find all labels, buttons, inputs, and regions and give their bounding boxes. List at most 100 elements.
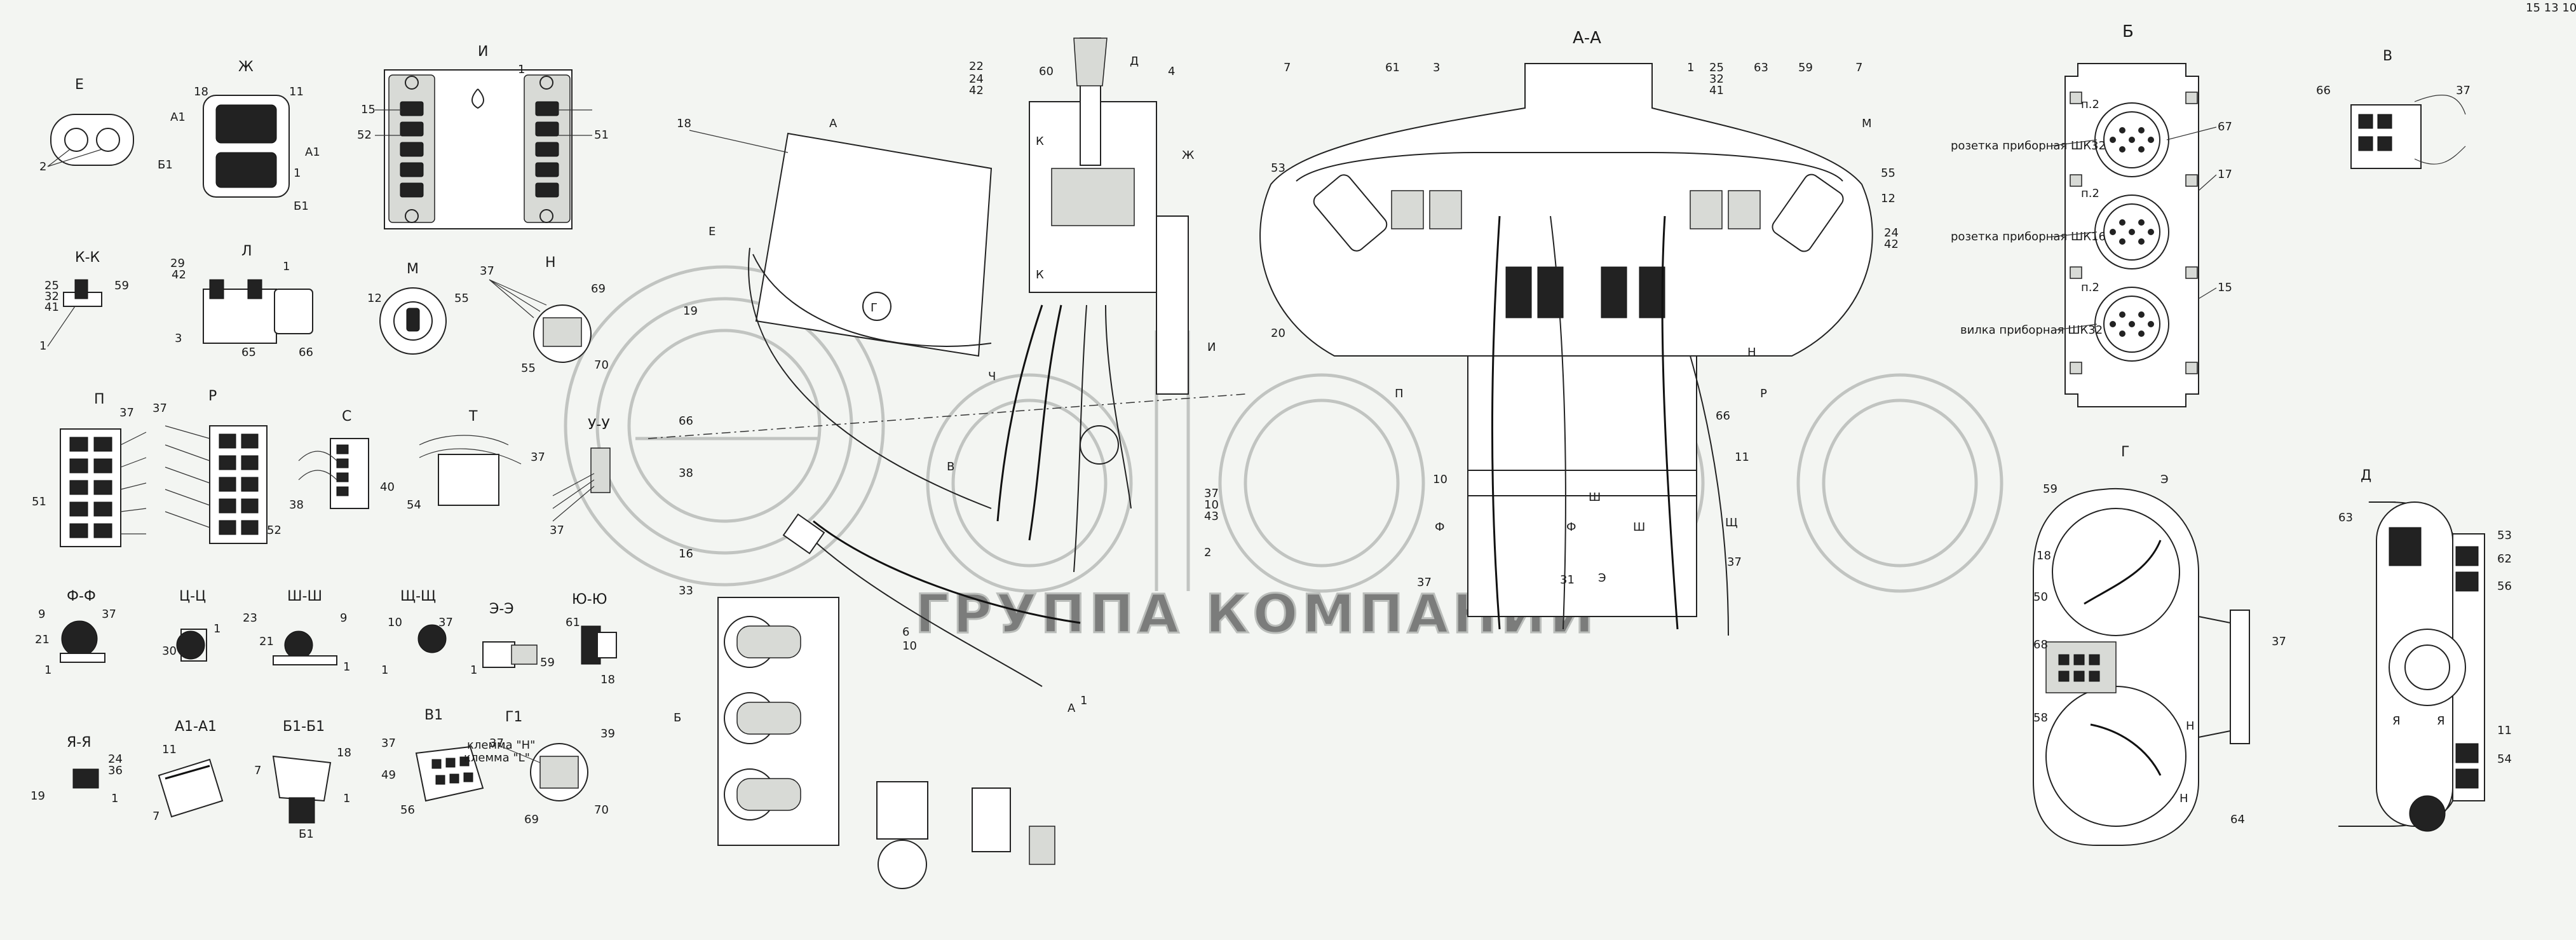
svg-text:25: 25 [44,279,59,292]
svg-text:11: 11 [162,743,177,756]
svg-text:П: П [1395,387,1404,400]
view-i-title: И [478,44,488,60]
view-p-title: П [94,392,105,407]
svg-text:37: 37 [531,451,545,464]
svg-text:15: 15 [2218,281,2232,294]
svg-text:Б: Б [674,711,681,725]
svg-text:51: 51 [32,495,46,508]
svg-text:10: 10 [902,639,917,653]
svg-text:37: 37 [153,402,167,415]
view-d-title: Д [2361,468,2371,484]
svg-text:61: 61 [566,616,580,629]
svg-text:24: 24 [1884,226,1899,240]
svg-text:24: 24 [969,72,984,86]
svg-text:56: 56 [400,803,415,817]
svg-text:1: 1 [44,664,51,677]
svg-text:И: И [1207,341,1216,354]
svg-text:64: 64 [2230,813,2245,826]
svg-text:12: 12 [1881,192,1895,205]
svg-text:К: К [1036,268,1044,282]
svg-text:В: В [947,460,954,473]
main-connector-stack [724,616,801,821]
view-ee: Э-Э 59 1 [470,601,555,677]
view-v1: В1 клемма "Н" клемма "L" 37 49 56 [381,707,535,817]
svg-text:1: 1 [294,167,301,180]
svg-text:63: 63 [2338,511,2353,524]
view-tsts-title: Ц-Ц [179,589,206,604]
svg-text:18: 18 [677,117,691,130]
svg-text:37: 37 [489,737,504,750]
svg-text:1: 1 [1080,694,1087,707]
svg-text:7: 7 [153,810,159,823]
view-t: Т 37 54 [407,409,545,512]
svg-text:41: 41 [1709,84,1724,97]
svg-text:вилка приборная ШК32: вилка приборная ШК32 [1960,324,2103,337]
svg-text:37: 37 [2456,84,2471,97]
view-d: Д 63 53 62 56 11 54 Я Я [2338,468,2512,832]
svg-text:21: 21 [35,633,50,646]
svg-text:18: 18 [2037,549,2051,562]
svg-text:10: 10 [388,616,402,629]
svg-text:12: 12 [367,292,382,305]
svg-text:58: 58 [2033,711,2048,725]
svg-text:Ф: Ф [1566,521,1576,534]
svg-text:69: 69 [524,813,539,826]
svg-text:розетка приборная ШК16: розетка приборная ШК16 [1951,230,2106,243]
svg-text:1: 1 [283,260,290,273]
view-aa: А-А 7 61 3 1 25 32 41 63 59 7 М [1259,29,1899,636]
svg-text:Щ: Щ [1725,516,1738,529]
svg-text:54: 54 [2497,753,2512,766]
svg-text:Б1: Б1 [158,158,173,172]
svg-text:37: 37 [438,616,453,629]
svg-text:клемма "Н": клемма "Н" [467,739,535,752]
svg-text:70: 70 [594,803,609,817]
view-ff-title: Ф-Ф [67,589,96,604]
svg-text:61: 61 [1385,61,1400,74]
svg-text:Р: Р [1760,387,1767,400]
svg-text:42: 42 [172,268,186,282]
svg-text:7: 7 [1855,61,1862,74]
svg-text:63: 63 [1754,61,1768,74]
view-kk-title: К-К [75,250,100,266]
view-uu: У-У 37 [550,417,611,537]
svg-text:23: 23 [243,611,257,625]
view-b1b1-title: Б1-Б1 [283,719,325,735]
svg-text:25: 25 [1709,61,1724,74]
svg-text:55: 55 [454,292,469,305]
svg-text:11: 11 [2497,724,2512,737]
svg-text:36: 36 [108,764,123,777]
main-assembly: А 18 Е 19 Г 60 4 Д Ж 22 24 42 К К И Ч В … [647,37,1246,889]
svg-text:1: 1 [343,660,350,674]
svg-text:7: 7 [254,764,261,777]
view-e-title: Е [75,77,84,93]
svg-text:Э: Э [2160,473,2169,486]
svg-text:52: 52 [267,524,281,537]
view-l: Л 29 42 3 65 66 1 [170,243,313,359]
svg-text:53: 53 [1271,161,1285,175]
svg-text:43: 43 [1204,510,1219,523]
svg-text:37: 37 [1204,487,1219,500]
svg-text:31: 31 [1560,573,1575,587]
svg-text:19: 19 [683,304,698,318]
svg-text:22: 22 [969,60,984,73]
view-shsh: Ш-Ш 23 9 21 1 [243,589,350,674]
svg-text:42: 42 [969,84,984,97]
svg-text:37: 37 [550,524,564,537]
svg-text:п.2: п.2 [2081,98,2099,111]
svg-text:Э: Э [1598,571,1606,585]
corner-note: 15 13 10 [2526,1,2576,15]
view-yaya-title: Я-Я [67,735,92,751]
svg-text:38: 38 [289,498,304,512]
svg-text:67: 67 [2218,120,2232,133]
view-b-title: Б [2122,22,2134,41]
view-g1: Г1 37 39 70 69 [489,709,615,826]
view-v1-title: В1 [424,707,443,723]
svg-text:2: 2 [1204,546,1211,559]
svg-text:Ш: Ш [1589,491,1601,504]
svg-text:Г: Г [871,301,878,315]
svg-text:53: 53 [2497,529,2512,542]
svg-text:15: 15 [361,103,376,116]
connector-pins [2110,127,2154,337]
svg-text:11: 11 [289,85,304,99]
svg-text:16: 16 [679,547,693,561]
